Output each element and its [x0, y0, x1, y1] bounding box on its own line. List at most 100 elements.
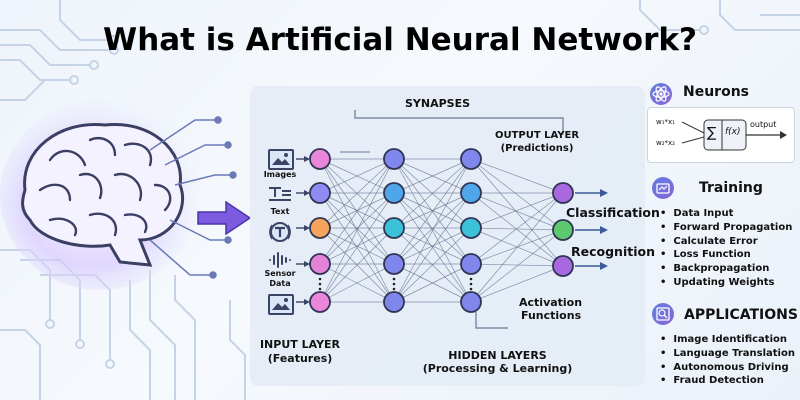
neuron-connector-lines — [681, 119, 787, 151]
list-item: Data Input — [660, 207, 792, 221]
synapses-bracket — [354, 110, 564, 135]
input-node — [309, 148, 331, 170]
list-item: Updating Weights — [660, 276, 792, 290]
brain-illustration — [0, 100, 237, 290]
output-arrowhead — [600, 226, 608, 234]
synapse-edge — [393, 192, 472, 303]
synapse-edge — [470, 263, 564, 267]
hidden-node — [460, 182, 482, 204]
picture-icon — [268, 294, 294, 315]
output-layer-subtitle: (Predictions) — [500, 143, 574, 154]
input-node — [309, 291, 331, 313]
waveform-icon — [268, 252, 292, 268]
synapse-edge — [393, 227, 472, 303]
synapse-edge — [393, 263, 472, 303]
ellipsis-dot — [469, 287, 473, 291]
input-label-sensor-data: Sensor Data — [264, 269, 296, 288]
synapse-edge — [319, 192, 395, 229]
classification-label: Classification — [566, 205, 660, 220]
hidden-layers-label: HIDDEN LAYERS — [448, 349, 547, 362]
input-arrowhead — [304, 190, 310, 196]
ellipsis-dot — [469, 277, 473, 281]
output-layer-label: OUTPUT LAYER — [494, 130, 580, 141]
synapse-edge — [470, 192, 564, 267]
synapse-edge — [319, 263, 395, 303]
t-circle-icon — [269, 221, 291, 243]
synapse-edge — [470, 192, 564, 303]
input-arrowhead — [304, 156, 310, 162]
text-icon — [269, 187, 291, 203]
hidden-node — [460, 148, 482, 170]
atom-icon — [650, 83, 672, 105]
neuron-diagram: w₁*x₁ w₂*x₂ ∑ f(x) output — [647, 107, 795, 163]
list-item: Loss Function — [660, 248, 792, 262]
list-item: Backpropagation — [660, 262, 792, 276]
output-arrowhead — [600, 189, 608, 197]
synapse-edge — [393, 158, 472, 303]
recognition-label: Recognition — [571, 244, 655, 259]
list-item: Language Translation — [660, 347, 795, 361]
ellipsis-dot — [318, 287, 322, 291]
synapse-edge — [319, 192, 395, 265]
synapse-edge — [470, 227, 564, 231]
ellipsis-dot — [392, 287, 396, 291]
activation-pointer — [475, 312, 508, 329]
image-icon — [272, 153, 290, 165]
synapse-edge — [393, 192, 472, 229]
list-item: Autonomous Driving — [660, 361, 795, 375]
synapse-edge — [470, 229, 564, 303]
hidden-node — [460, 291, 482, 313]
applications-title: APPLICATIONS — [684, 307, 798, 323]
training-title: Training — [699, 180, 763, 196]
page-title: What is Artificial Neural Network? — [103, 22, 697, 58]
synapse-edge — [470, 265, 564, 303]
activation-functions-line1: Activation — [519, 296, 583, 309]
neuron-output-label: output — [750, 120, 777, 129]
list-item: Forward Propagation — [660, 221, 792, 235]
synapse-edge — [470, 158, 564, 231]
ellipsis-dot — [469, 282, 473, 286]
synapse-edge — [470, 192, 564, 229]
input-layer-label: INPUT LAYER — [259, 338, 341, 351]
synapse-edge — [393, 192, 472, 265]
list-item: Image Identification — [660, 333, 795, 347]
applications-icon — [652, 303, 674, 325]
hidden-node — [383, 253, 405, 275]
synapse-edge — [393, 158, 472, 229]
ellipsis-dot — [318, 282, 322, 286]
synapse-edge — [393, 227, 472, 265]
synapse-edge — [393, 158, 472, 265]
hidden-node — [383, 182, 405, 204]
synapse-edge — [319, 158, 395, 265]
hidden-node — [383, 291, 405, 313]
synapse-edge — [319, 227, 395, 265]
applications-list: Image Identification Language Translatio… — [660, 333, 795, 388]
synapse-edge — [470, 158, 564, 194]
output-node — [552, 255, 574, 277]
synapse-edge — [319, 227, 395, 303]
neuron-input-2: w₂*x₂ — [656, 139, 675, 147]
input-arrowhead — [304, 299, 310, 305]
input-arrowhead — [304, 261, 310, 267]
hidden-node — [460, 217, 482, 239]
hidden-node — [383, 217, 405, 239]
ellipsis-dot — [392, 277, 396, 281]
hidden-node — [460, 253, 482, 275]
synapse-edge — [393, 158, 472, 194]
activation-functions-line2: Functions — [521, 309, 582, 322]
output-node — [552, 182, 574, 204]
neuron-sum-symbol: ∑ — [707, 125, 717, 141]
ellipsis-dot — [392, 282, 396, 286]
synapse-edge — [319, 158, 395, 303]
input-layer-subtitle: (Features) — [267, 352, 333, 365]
list-item: Calculate Error — [660, 235, 792, 249]
synapse-edge — [319, 158, 395, 194]
neurons-title: Neurons — [683, 84, 750, 100]
input-label-images: Images — [263, 170, 297, 179]
output-node — [552, 219, 574, 241]
output-arrowhead — [600, 262, 608, 270]
synapse-edge — [319, 192, 395, 303]
input-node — [309, 253, 331, 275]
synapse-edge — [319, 158, 395, 229]
